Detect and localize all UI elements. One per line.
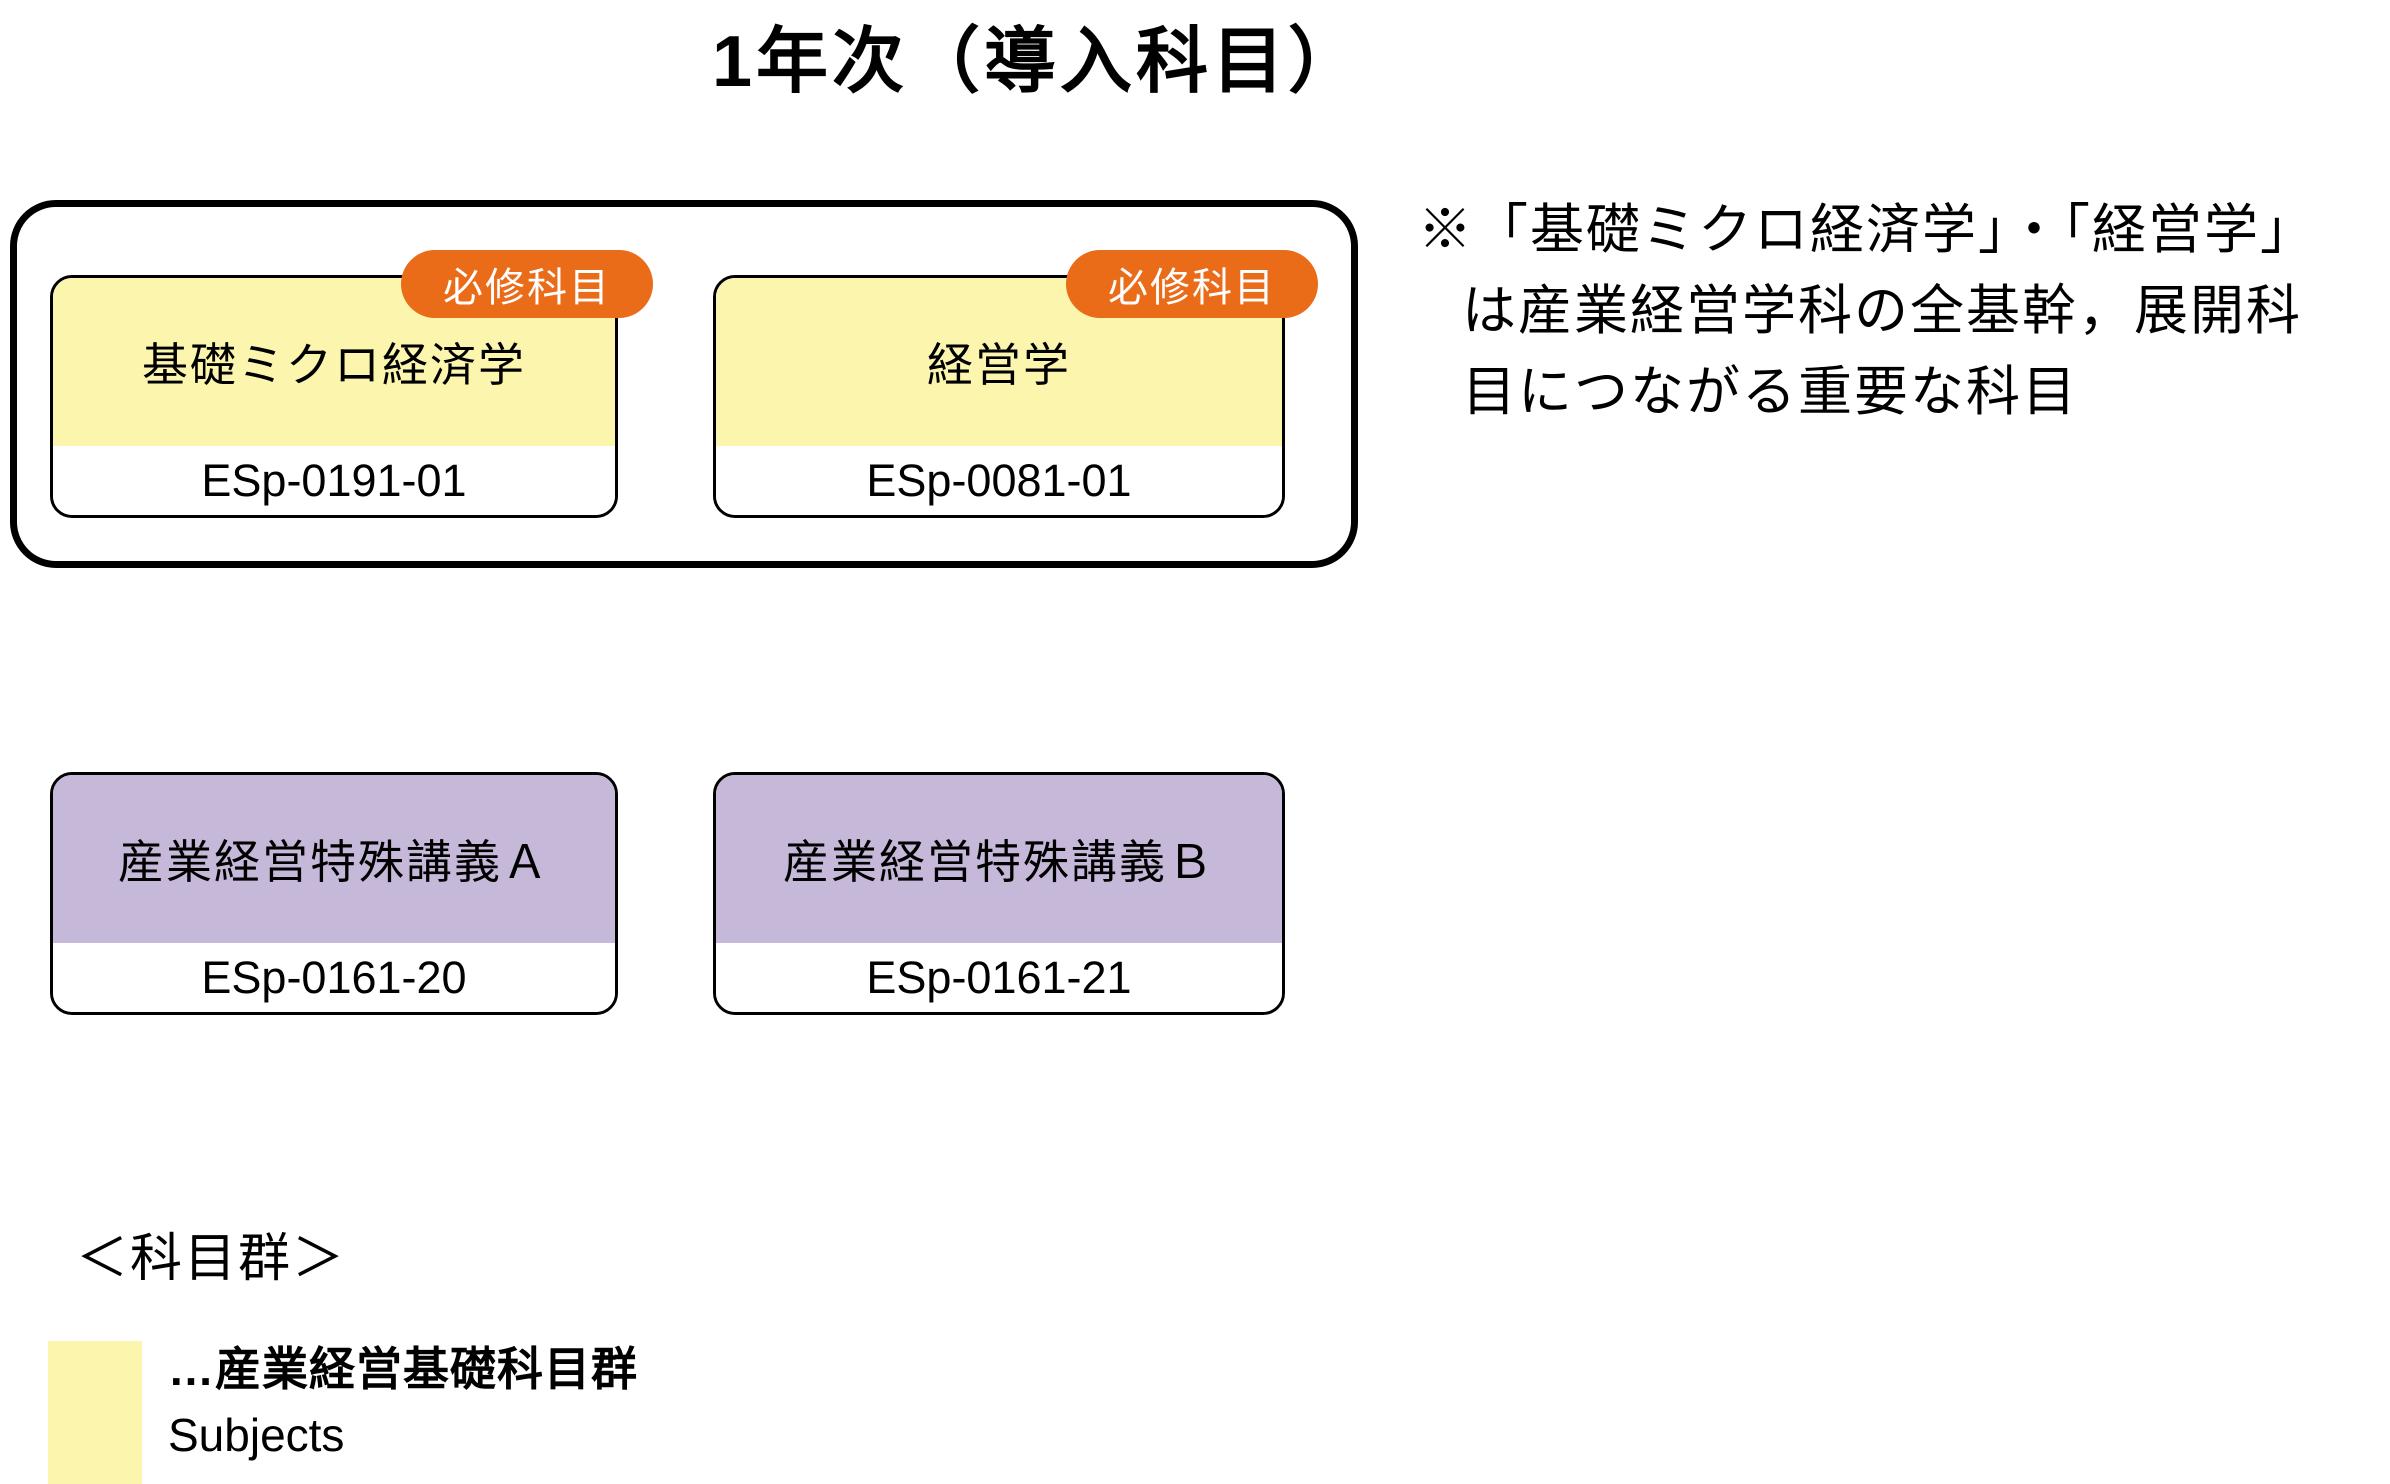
course-card-special-lecture-a: 産業経営特殊講義Ａ ESp-0161-20 <box>50 772 618 1015</box>
required-badge: 必修科目 <box>1066 250 1318 318</box>
course-card-basic-microeconomics: 基礎ミクロ経済学 ESp-0191-01 <box>50 275 618 518</box>
legend-heading: ＜科目群＞ <box>76 1230 347 1288</box>
course-card-special-lecture-b: 産業経営特殊講義Ｂ ESp-0161-21 <box>713 772 1285 1015</box>
course-name-label: 産業経営特殊講義Ａ <box>53 775 615 943</box>
legend-label: …産業経営基礎科目群 <box>168 1343 638 1395</box>
required-badge: 必修科目 <box>401 250 653 318</box>
note-text: ※「基礎ミクロ経済学」・「経営学」 は産業経営学科の全基幹，展開科 目につながる… <box>1418 190 2316 433</box>
course-code-label: ESp-0081-01 <box>716 446 1282 515</box>
page-title: 1年次（導入科目） <box>712 22 1365 102</box>
legend-item: …産業経営基礎科目群 Subjects <box>168 1336 638 1468</box>
course-code-label: ESp-0191-01 <box>53 446 615 515</box>
course-code-label: ESp-0161-21 <box>716 943 1282 1012</box>
course-name-label: 産業経営特殊講義Ｂ <box>716 775 1282 943</box>
legend-swatch-basic-subjects <box>48 1341 142 1484</box>
course-code-label: ESp-0161-20 <box>53 943 615 1012</box>
legend-sublabel: Subjects <box>168 1409 345 1461</box>
note-line: は産業経営学科の全基幹，展開科 <box>1462 281 2302 341</box>
note-line: ※「基礎ミクロ経済学」・「経営学」 <box>1418 200 2316 260</box>
course-name-label: 基礎ミクロ経済学 <box>53 278 615 446</box>
note-line: 目につながる重要な科目 <box>1462 362 2078 422</box>
